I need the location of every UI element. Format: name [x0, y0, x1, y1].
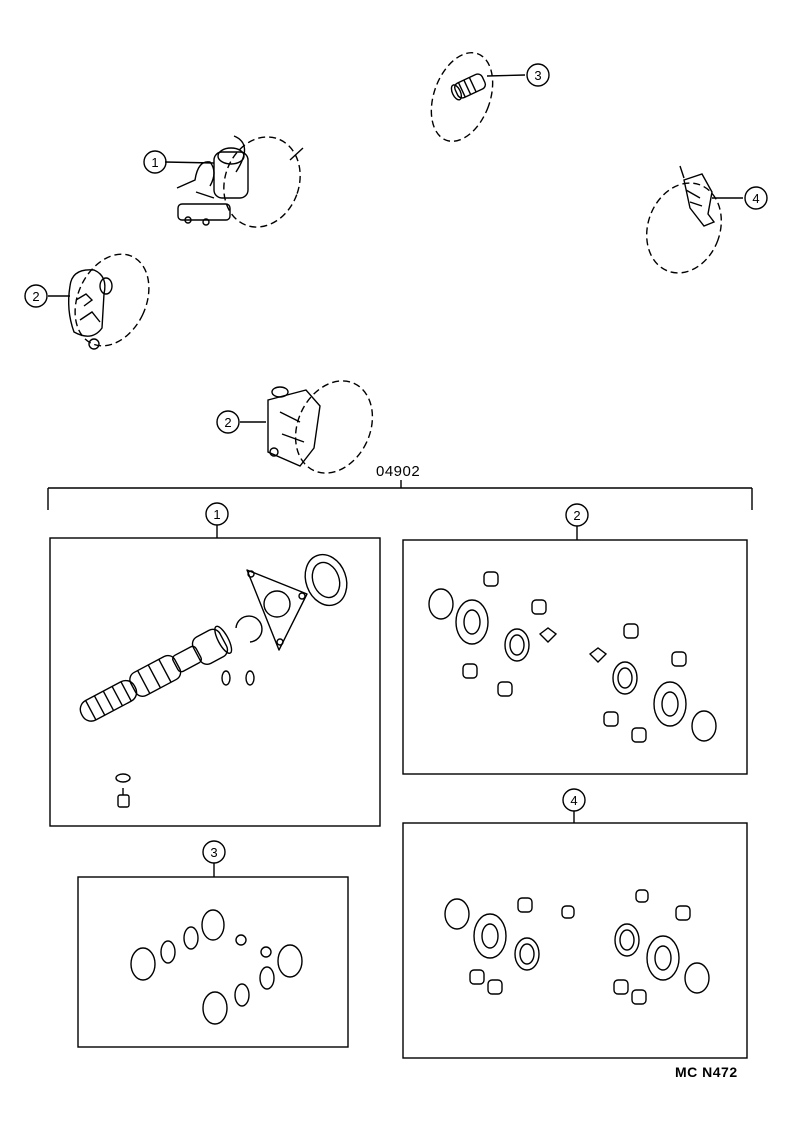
callout-circle-2a	[24, 284, 48, 308]
callout-3b-label: 3	[210, 845, 217, 860]
callout-2a-label: 2	[32, 289, 39, 304]
kit-2-panel	[402, 503, 748, 775]
assembly-4-view	[645, 165, 768, 274]
callout-2b-label: 2	[224, 415, 231, 430]
callout-4a-label: 4	[752, 191, 759, 206]
kit-bracket	[47, 480, 753, 510]
callout-1a-label: 1	[151, 155, 158, 170]
callout-3a-label: 3	[534, 68, 541, 83]
callout-2c-label: 2	[573, 508, 580, 523]
kit-1-panel	[49, 502, 381, 827]
assembly-2a-view	[24, 253, 150, 350]
assembly-2b-view	[216, 380, 374, 474]
callout-circle-3a	[526, 63, 550, 87]
kit-4-panel	[402, 788, 748, 1059]
callout-circle-2b	[216, 410, 240, 434]
diagram-reference: MC N472	[675, 1064, 738, 1080]
assembly-1-view	[143, 135, 304, 228]
assembly-3-view	[430, 52, 550, 142]
callout-circle-1a	[143, 150, 167, 174]
kit-part-code: 04902	[376, 463, 421, 480]
callout-1b-label: 1	[213, 507, 220, 522]
kit-3-panel	[77, 840, 349, 1048]
kit-2-bleeders	[462, 571, 687, 743]
callout-circle-4a	[744, 186, 768, 210]
kit-4-bleeders	[469, 889, 691, 1005]
callout-4b-label: 4	[570, 793, 577, 808]
